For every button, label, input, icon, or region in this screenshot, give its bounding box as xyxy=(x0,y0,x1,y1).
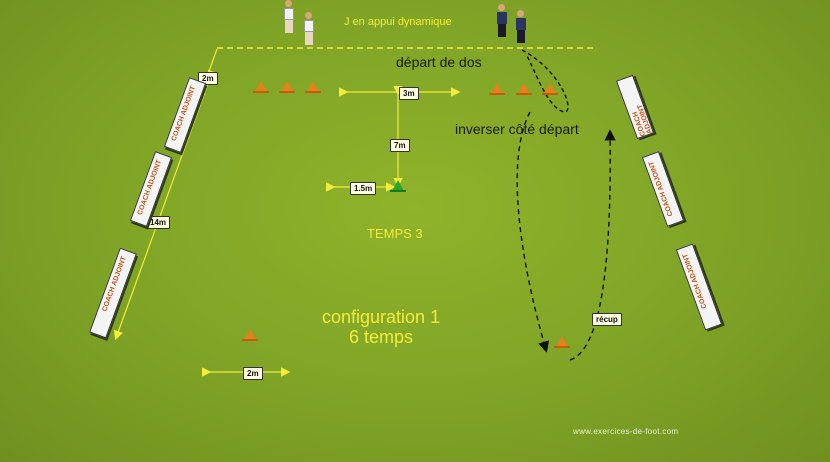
run-path-recup xyxy=(569,129,616,361)
cone[interactable] xyxy=(253,81,269,93)
label-7m: 7m xyxy=(390,139,410,152)
cone[interactable] xyxy=(516,83,532,95)
config-line-2: 6 temps xyxy=(349,327,414,347)
label-1-5m: 1.5m xyxy=(350,182,377,195)
player-white-1[interactable] xyxy=(284,0,294,34)
arrow-14m xyxy=(113,69,217,341)
player-dark-2[interactable] xyxy=(516,10,526,44)
cone[interactable] xyxy=(279,81,295,93)
player-dark-1[interactable] xyxy=(497,4,507,38)
cone[interactable] xyxy=(242,329,258,341)
label-inverser-cote: inverser côté départ xyxy=(455,121,579,137)
config-line-1: configuration 1 xyxy=(322,307,441,327)
label-recup: récup xyxy=(592,313,622,326)
run-path-down xyxy=(516,111,550,353)
label-2m-bottom: 2m xyxy=(243,367,263,380)
cone[interactable] xyxy=(489,83,505,95)
cone[interactable] xyxy=(554,336,570,348)
cone[interactable] xyxy=(305,81,321,93)
config-block: configuration 1 6 temps xyxy=(322,307,440,347)
label-3m: 3m xyxy=(399,87,419,100)
label-depart-de-dos: départ de dos xyxy=(396,54,482,70)
watermark: www.exercices-de-foot.com xyxy=(573,427,679,436)
label-temps: TEMPS 3 xyxy=(367,226,423,241)
cone-green[interactable] xyxy=(390,180,406,192)
player-white-2[interactable] xyxy=(304,12,314,46)
run-path-loop xyxy=(521,49,569,113)
cone[interactable] xyxy=(542,83,558,95)
title-appui-dynamique: J en appui dynamique xyxy=(344,16,452,28)
